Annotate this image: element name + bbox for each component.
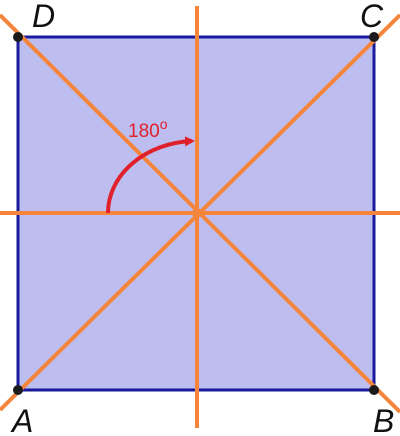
rotation-angle-label: 180o <box>128 116 168 142</box>
vertex-point-d <box>13 32 23 42</box>
vertex-point-c <box>369 32 379 42</box>
center-point <box>192 208 202 218</box>
vertex-label-c: C <box>360 0 384 34</box>
vertex-label-d: D <box>32 0 55 34</box>
vertex-label-b: B <box>373 403 394 436</box>
vertex-point-b <box>369 385 379 395</box>
degree-symbol: o <box>160 116 168 132</box>
vertex-points <box>13 32 379 395</box>
rotation-arrow <box>105 136 195 214</box>
vertex-label-a: A <box>10 403 33 436</box>
vertex-point-a <box>13 385 23 395</box>
